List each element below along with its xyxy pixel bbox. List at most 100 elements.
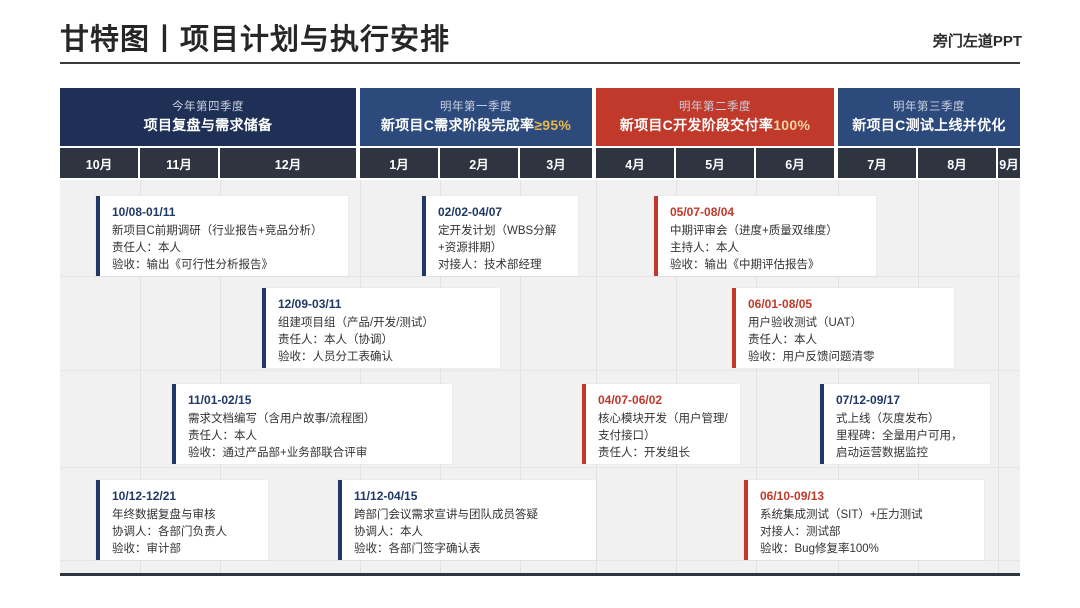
quarter-header-row: 今年第四季度项目复盘与需求储备明年第一季度新项目C需求阶段完成率≥95%明年第二… xyxy=(60,88,1020,146)
grid-column-separator xyxy=(220,180,221,573)
month-cell-2月[interactable]: 2月 xyxy=(440,148,518,178)
task-card[interactable]: 06/10-09/13 系统集成测试（SIT）+压力测试对接人：测试部验收：Bug… xyxy=(744,480,984,560)
task-card[interactable]: 10/12-12/21 年终数据复盘与审核协调人：各部门负责人验收：审计部 xyxy=(96,480,268,560)
month-cell-7月[interactable]: 7月 xyxy=(838,148,916,178)
grid-row-separator xyxy=(60,370,1020,371)
quarter-goal-metric: 100% xyxy=(773,117,811,133)
task-detail-line: 需求文档编写（含用户故事/流程图） xyxy=(188,413,376,425)
month-cell-9月[interactable]: 9月 xyxy=(998,148,1020,178)
quarter-goal-text: 新项目C测试上线并优化 xyxy=(852,117,1006,133)
slide-header: 甘特图丨项目计划与执行安排 旁门左道PPT xyxy=(0,0,1080,72)
quarter-goal-text: 新项目C需求阶段完成率 xyxy=(380,117,535,133)
quarter-goal: 新项目C开发阶段交付率100% xyxy=(620,115,810,135)
task-detail-line: 责任人：本人 xyxy=(748,334,817,346)
month-cell-6月[interactable]: 6月 xyxy=(756,148,834,178)
grid-column-separator xyxy=(596,180,597,573)
task-detail-line: 验收：各部门签字确认表 xyxy=(354,543,481,555)
quarter-subtitle: 今年第四季度 xyxy=(172,101,244,113)
grid-column-separator xyxy=(440,180,441,573)
grid-column-separator xyxy=(360,180,361,573)
task-detail-line: 中期评审会（进度+质量双维度） xyxy=(670,225,838,237)
task-date-range: 11/12-04/15 xyxy=(354,489,418,503)
task-date-range: 05/07-08/04 xyxy=(670,205,735,219)
task-date-range: 07/12-09/17 xyxy=(836,393,901,407)
quarter-goal: 项目复盘与需求储备 xyxy=(144,115,273,135)
gantt-chart: 今年第四季度项目复盘与需求储备明年第一季度新项目C需求阶段完成率≥95%明年第二… xyxy=(60,88,1020,578)
task-card[interactable]: 11/12-04/15 跨部门会议需求宣讲与团队成员答疑协调人：本人验收：各部门签… xyxy=(338,480,596,560)
grid-row-separator xyxy=(60,276,1020,277)
grid-row-separator xyxy=(60,467,1020,468)
month-cell-1月[interactable]: 1月 xyxy=(360,148,438,178)
grid-column-separator xyxy=(838,180,839,573)
task-detail-line: 里程碑：全量用户可用， xyxy=(836,430,963,442)
task-detail-line: 协调人：本人 xyxy=(354,526,423,538)
quarter-goal: 新项目C测试上线并优化 xyxy=(852,115,1005,135)
task-detail-line: 年终数据复盘与审核 xyxy=(112,509,216,521)
task-card[interactable]: 10/08-01/11 新项目C前期调研（行业报告+竞品分析） 责任人：本人验收：输… xyxy=(96,196,348,276)
quarter-subtitle: 明年第一季度 xyxy=(440,101,512,113)
task-detail-line: 责任人：本人 xyxy=(188,430,257,442)
task-detail-line: 验收：输出《可行性分析报告》 xyxy=(112,259,273,271)
task-card[interactable]: 12/09-03/11 组建项目组（产品/开发/测试） 责任人：本人（协调） 验收：人… xyxy=(262,288,500,368)
task-detail-line: 验收：审计部 xyxy=(112,543,181,555)
task-detail-line: 式上线（灰度发布） xyxy=(836,413,940,425)
quarter-subtitle: 明年第二季度 xyxy=(679,101,751,113)
task-date-range: 10/08-01/11 xyxy=(112,205,176,219)
quarter-header-4: 明年第三季度新项目C测试上线并优化 xyxy=(838,88,1020,146)
task-date-range: 12/09-03/11 xyxy=(278,297,342,311)
task-card[interactable]: 04/07-06/02 核心模块开发（用户管理/支付接口） 责任人：开发组长 xyxy=(582,384,740,464)
month-cell-5月[interactable]: 5月 xyxy=(676,148,754,178)
quarter-goal-text: 项目复盘与需求储备 xyxy=(143,117,273,133)
task-detail-line: 协调人：各部门负责人 xyxy=(112,526,227,538)
quarter-goal: 新项目C需求阶段完成率≥95% xyxy=(381,115,571,135)
task-date-range: 06/10-09/13 xyxy=(760,489,825,503)
task-detail-line: 对接人：测试部 xyxy=(760,526,841,538)
task-date-range: 06/01-08/05 xyxy=(748,297,813,311)
task-detail-line: 验收：用户反馈问题清零 xyxy=(748,351,875,363)
task-detail-line: 组建项目组（产品/开发/测试） xyxy=(278,317,434,329)
task-detail-line: 跨部门会议需求宣讲与团队成员答疑 xyxy=(354,509,538,521)
task-date-range: 11/01-02/15 xyxy=(188,393,252,407)
month-cell-3月[interactable]: 3月 xyxy=(520,148,592,178)
task-detail-line: 验收：通过产品部+业务部联合评审 xyxy=(188,447,368,459)
quarter-header-1: 今年第四季度项目复盘与需求储备 xyxy=(60,88,356,146)
page-title: 甘特图丨项目计划与执行安排 xyxy=(60,24,451,56)
month-cell-8月[interactable]: 8月 xyxy=(918,148,996,178)
month-cell-11月[interactable]: 11月 xyxy=(140,148,218,178)
brand-watermark: 旁门左道PPT xyxy=(932,33,1022,50)
task-detail-line: 责任人：本人 xyxy=(112,242,181,254)
task-detail-line: 验收：人员分工表确认 xyxy=(278,351,393,363)
task-card[interactable]: 11/01-02/15 需求文档编写（含用户故事/流程图） 责任人：本人验收：通过产… xyxy=(172,384,452,464)
task-detail-line: 核心模块开发（用户管理/支付接口） xyxy=(598,413,728,442)
task-detail-line: 启动运营数据监控 xyxy=(836,447,928,459)
task-card[interactable]: 05/07-08/04 中期评审会（进度+质量双维度） 主持人：本人验收：输出《中期… xyxy=(654,196,876,276)
task-card[interactable]: 06/01-08/05 用户验收测试（UAT） 责任人：本人验收：用户反馈问题清零 xyxy=(732,288,954,368)
quarter-goal-text: 新项目C开发阶段交付率 xyxy=(619,117,774,133)
task-detail-line: 用户验收测试（UAT） xyxy=(748,317,863,329)
quarter-header-3: 明年第二季度新项目C开发阶段交付率100% xyxy=(596,88,834,146)
task-detail-line: 主持人：本人 xyxy=(670,242,739,254)
month-cell-10月[interactable]: 10月 xyxy=(60,148,138,178)
grid-column-separator xyxy=(676,180,677,573)
task-detail-line: 对接人：技术部经理 xyxy=(438,259,542,271)
task-card[interactable]: 07/12-09/17 式上线（灰度发布） 里程碑：全量用户可用， 启动运营数据监控 xyxy=(820,384,990,464)
header-divider xyxy=(60,62,1020,64)
quarter-header-2: 明年第一季度新项目C需求阶段完成率≥95% xyxy=(360,88,592,146)
grid-column-separator xyxy=(918,180,919,573)
task-detail-line: 责任人：开发组长 xyxy=(598,447,690,459)
grid-column-separator xyxy=(140,180,141,573)
task-date-range: 10/12-12/21 xyxy=(112,489,177,503)
task-detail-line: 新项目C前期调研（行业报告+竞品分析） xyxy=(112,225,323,237)
month-cell-12月[interactable]: 12月 xyxy=(220,148,356,178)
task-detail-line: 系统集成测试（SIT）+压力测试 xyxy=(760,509,923,521)
task-detail-line: 责任人：本人（协调） xyxy=(278,334,393,346)
task-detail-line: 验收：Bug修复率100% xyxy=(760,543,879,555)
task-detail-line: 验收：输出《中期评估报告》 xyxy=(670,259,820,271)
month-cell-4月[interactable]: 4月 xyxy=(596,148,674,178)
task-date-range: 02/02-04/07 xyxy=(438,205,503,219)
grid-column-separator xyxy=(756,180,757,573)
quarter-goal-metric: ≥95% xyxy=(534,117,572,133)
task-date-range: 04/07-06/02 xyxy=(598,393,663,407)
